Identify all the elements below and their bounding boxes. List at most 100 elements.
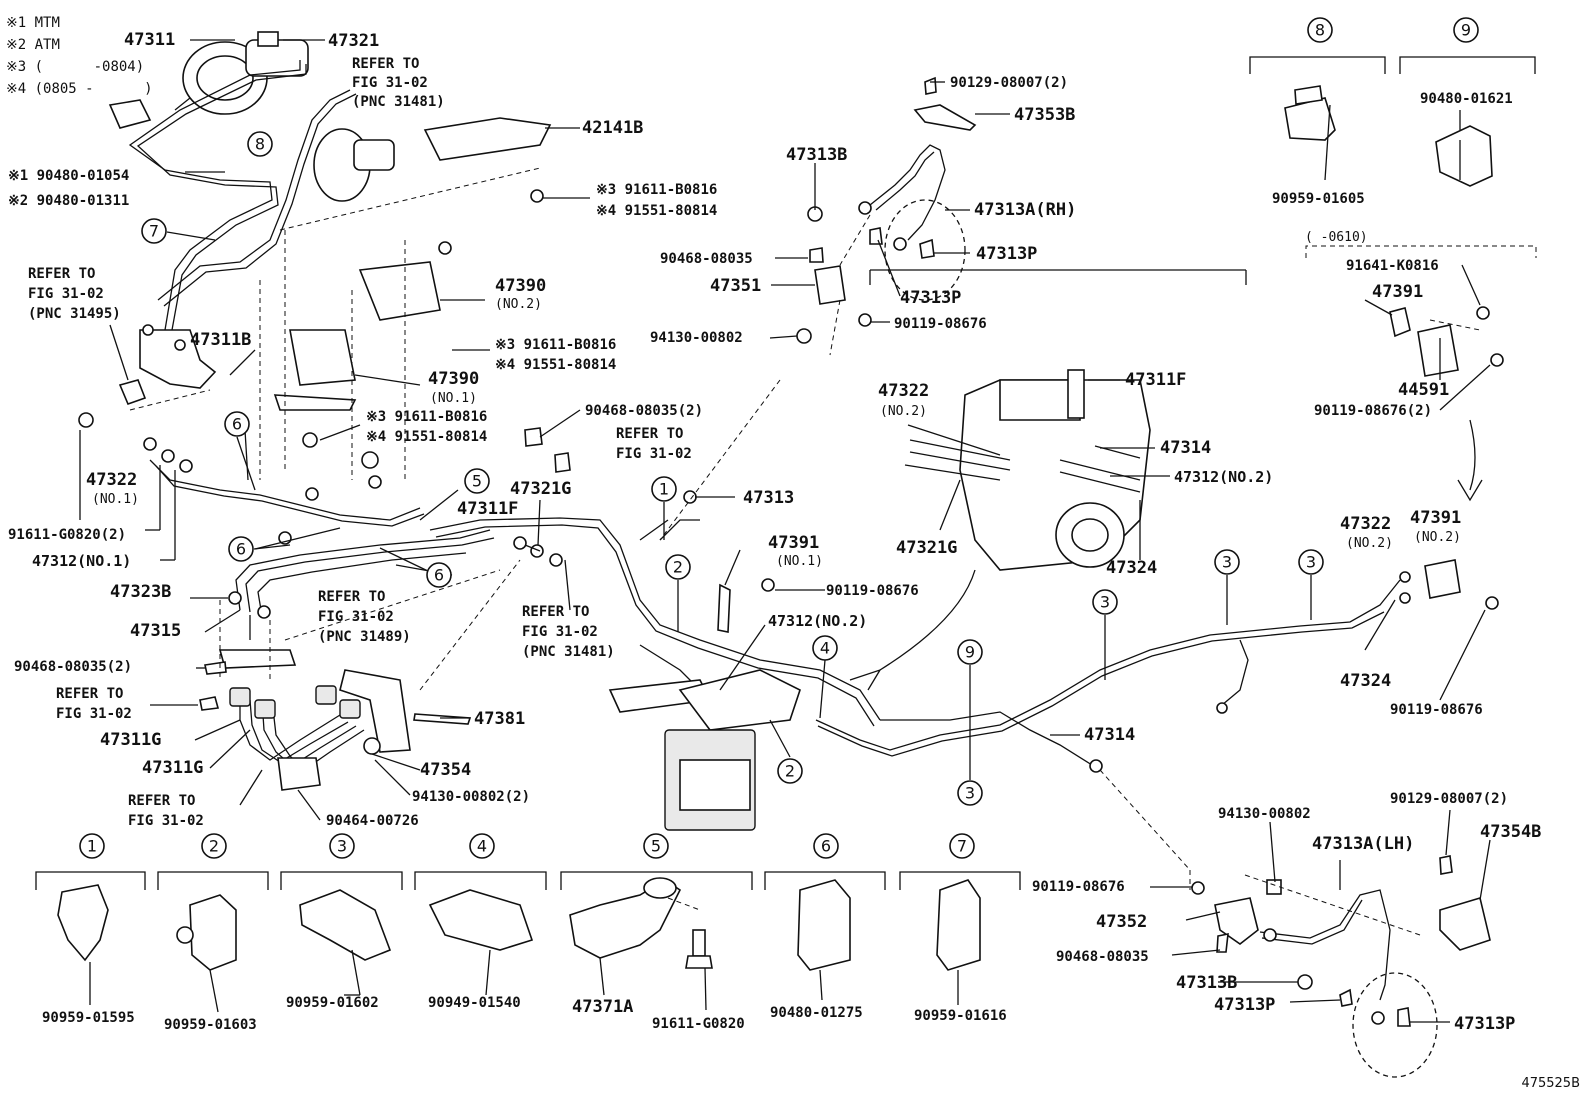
label-47391-no1: 47391 [768,533,819,553]
label-90468-08035-c: 90468-08035 [660,251,753,267]
svg-text:2: 2 [673,558,683,577]
label-47354: 47354 [420,760,471,780]
svg-text:7: 7 [957,837,967,856]
label-fig-m3: FIG 31-02 [522,624,598,640]
label-47390-no2-sub: (NO.2) [495,297,542,312]
label-47391-no1-sub: (NO.1) [776,554,823,569]
label-47313P-a: 47313P [976,244,1037,264]
callout-8: 8 [247,131,273,157]
label-ref-m3: REFER TO [522,604,589,620]
label-91551-80814-c: ※4 91551-80814 [366,429,487,445]
label-47322-no2-a-sub: (NO.2) [880,404,927,419]
svg-text:6: 6 [232,415,242,434]
note-atm: ※2 ATM [6,37,60,53]
callout-6c: 6 [426,562,452,588]
label-47353B: 47353B [1014,105,1075,125]
label-47322-no2-a: 47322 [878,381,929,401]
label-90119-08676-c: 90119-08676 [1390,702,1483,718]
label-47311F-b: 47311F [1125,370,1186,390]
callout-6b: 6 [228,536,254,562]
svg-text:6: 6 [821,837,831,856]
label-fig-m4: FIG 31-02 [56,706,132,722]
callout-8-top: 8 [1307,17,1333,43]
label-47354B: 47354B [1480,822,1541,842]
label-47390-no2: 47390 [495,276,546,296]
master-cylinder-assembly [174,31,395,202]
svg-text:3: 3 [1222,553,1232,572]
svg-text:3: 3 [1100,593,1110,612]
note-mtm: ※1 MTM [6,15,60,31]
right-bracket-group [1305,245,1537,610]
label-90480-01054: ※1 90480-01054 [8,168,129,184]
rh-sensor-group [796,76,977,356]
label-ref-left: REFER TO [28,266,95,282]
label-47311: 47311 [124,30,175,50]
label-47390-no1: 47390 [428,369,479,389]
label-42141B: 42141B [582,118,643,138]
label-fig-mid: FIG 31-02 [616,446,692,462]
label-47381: 47381 [474,709,525,729]
label-91611-g0820: 91611-G0820 [652,1016,745,1032]
label-fig-m2: FIG 31-02 [318,609,394,625]
svg-text:3: 3 [965,784,975,803]
label-47322-no1: 47322 [86,470,137,490]
label-fig-top: FIG 31-02 [352,75,428,91]
note-range-4: ※4 (0805 - ) [6,81,153,97]
label-90468-08035-d: 90468-08035 [1056,949,1149,965]
label-47313A-lh: 47313A(LH) [1312,834,1414,854]
label-47314-b: 47314 [1084,725,1135,745]
label-91611-b0816-c: ※3 91611-B0816 [366,409,487,425]
label-47311G-b: 47311G [142,758,203,778]
label-ref-m5: REFER TO [128,793,195,809]
label-47313P-c: 47313P [1214,995,1275,1015]
label-47321: 47321 [328,31,379,51]
callout-2b: 2 [777,758,803,784]
label-pnc-m2: (PNC 31489) [318,629,411,645]
label-47315: 47315 [130,621,181,641]
label-90480-01621: 90480-01621 [1420,91,1513,107]
svg-text:8: 8 [255,135,265,154]
callout-9-mid: 9 [957,639,983,665]
label-94130-00802-2: 94130-00802(2) [412,789,530,805]
svg-text:2: 2 [785,762,795,781]
callout-9-top: 9 [1453,17,1479,43]
clip-box-8 [1249,56,1386,141]
label-47314-a: 47314 [1160,438,1211,458]
label-47321G-b: 47321G [896,538,957,558]
svg-text:5: 5 [651,837,661,856]
svg-text:5: 5 [472,472,482,491]
label-91551-80814-a: ※4 91551-80814 [596,203,717,219]
label-47391-no2-sub: (NO.2) [1414,530,1461,545]
label-90959-01603: 90959-01603 [164,1017,257,1033]
actuator-brackets [129,117,571,691]
label-90959-01595: 90959-01595 [42,1010,135,1026]
leader-lines [79,39,1491,1023]
lh-sensor-group [1191,855,1491,1078]
label-47391-a: 47391 [1372,282,1423,302]
label-44591: 44591 [1398,380,1449,400]
callout-2a: 2 [665,554,691,580]
callout-box-3: 3 [329,833,355,859]
label-47352: 47352 [1096,912,1147,932]
clip-box-9 [1399,56,1536,187]
svg-text:1: 1 [659,480,669,499]
legend-notes: ※1 MTM ※2 ATM ※3 ( -0804) ※4 (0805 - ) [6,12,153,100]
label-47312-no2-a: 47312(NO.2) [768,612,867,630]
svg-text:8: 8 [1315,21,1325,40]
label-90480-01311: ※2 90480-01311 [8,193,129,209]
label-ref-m2: REFER TO [318,589,385,605]
svg-text:7: 7 [149,222,159,241]
callout-box-7: 7 [949,833,975,859]
label-pnc-top: (PNC 31481) [352,94,445,110]
label-fig-left: FIG 31-02 [28,286,104,302]
label-90119-08676-d: 90119-08676 [1032,879,1125,895]
label-47324-b: 47324 [1340,671,1391,691]
callout-4-mid: 4 [812,635,838,661]
label-47313P-d: 47313P [1454,1014,1515,1034]
label-47311F-a: 47311F [457,499,518,519]
clip-box-row [35,871,1021,996]
label-47323B: 47323B [110,582,171,602]
callout-7: 7 [141,218,167,244]
